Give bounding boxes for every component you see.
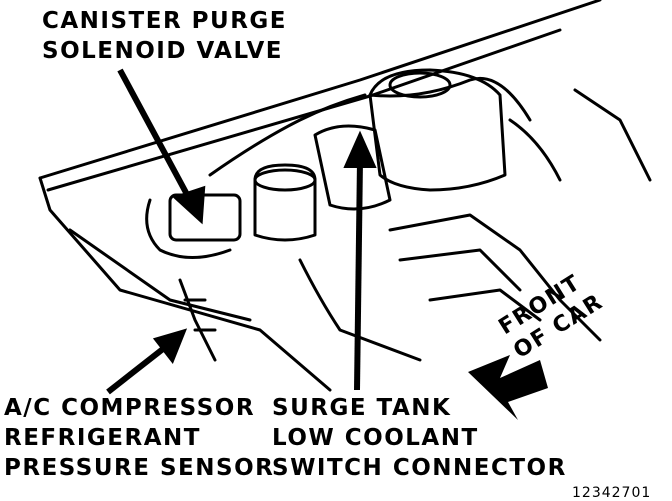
label-line: REFRIGERANT bbox=[4, 425, 201, 451]
ac-sensor-label: A/C COMPRESSOR REFRIGERANT PRESSURE SENS… bbox=[4, 393, 274, 483]
label-line: SOLENOID VALVE bbox=[42, 38, 283, 64]
hose-upper bbox=[208, 93, 367, 177]
surge-arrow bbox=[354, 159, 363, 391]
label-line: SURGE TANK bbox=[272, 395, 452, 421]
fender-line bbox=[38, 176, 332, 392]
coolant-bottle bbox=[313, 124, 392, 211]
label-line: LOW COOLANT bbox=[272, 425, 479, 451]
surge-tank bbox=[368, 68, 507, 192]
part-number: 12342701 bbox=[572, 485, 652, 501]
reservoir bbox=[253, 163, 317, 242]
fender-lower bbox=[68, 228, 252, 322]
hose-loop bbox=[145, 198, 232, 259]
hood-edge bbox=[38, 0, 602, 180]
label-line: SWITCH CONNECTOR bbox=[272, 455, 567, 481]
label-line: CANISTER PURGE bbox=[42, 8, 288, 34]
sensor-line bbox=[178, 278, 217, 362]
canister-purge-label: CANISTER PURGE SOLENOID VALVE bbox=[42, 6, 287, 66]
front-arrow-icon bbox=[468, 355, 548, 420]
surge-tank-label: SURGE TANK LOW COOLANT SWITCH CONNECTOR bbox=[272, 393, 567, 483]
ac-arrow bbox=[106, 342, 170, 395]
label-line: A/C COMPRESSOR bbox=[4, 395, 256, 421]
solenoid-body bbox=[168, 193, 242, 242]
surge-tank-cap bbox=[388, 71, 452, 99]
hose-right bbox=[368, 76, 532, 122]
canister-arrow bbox=[117, 68, 193, 202]
label-line: PRESSURE SENSOR bbox=[4, 455, 275, 481]
